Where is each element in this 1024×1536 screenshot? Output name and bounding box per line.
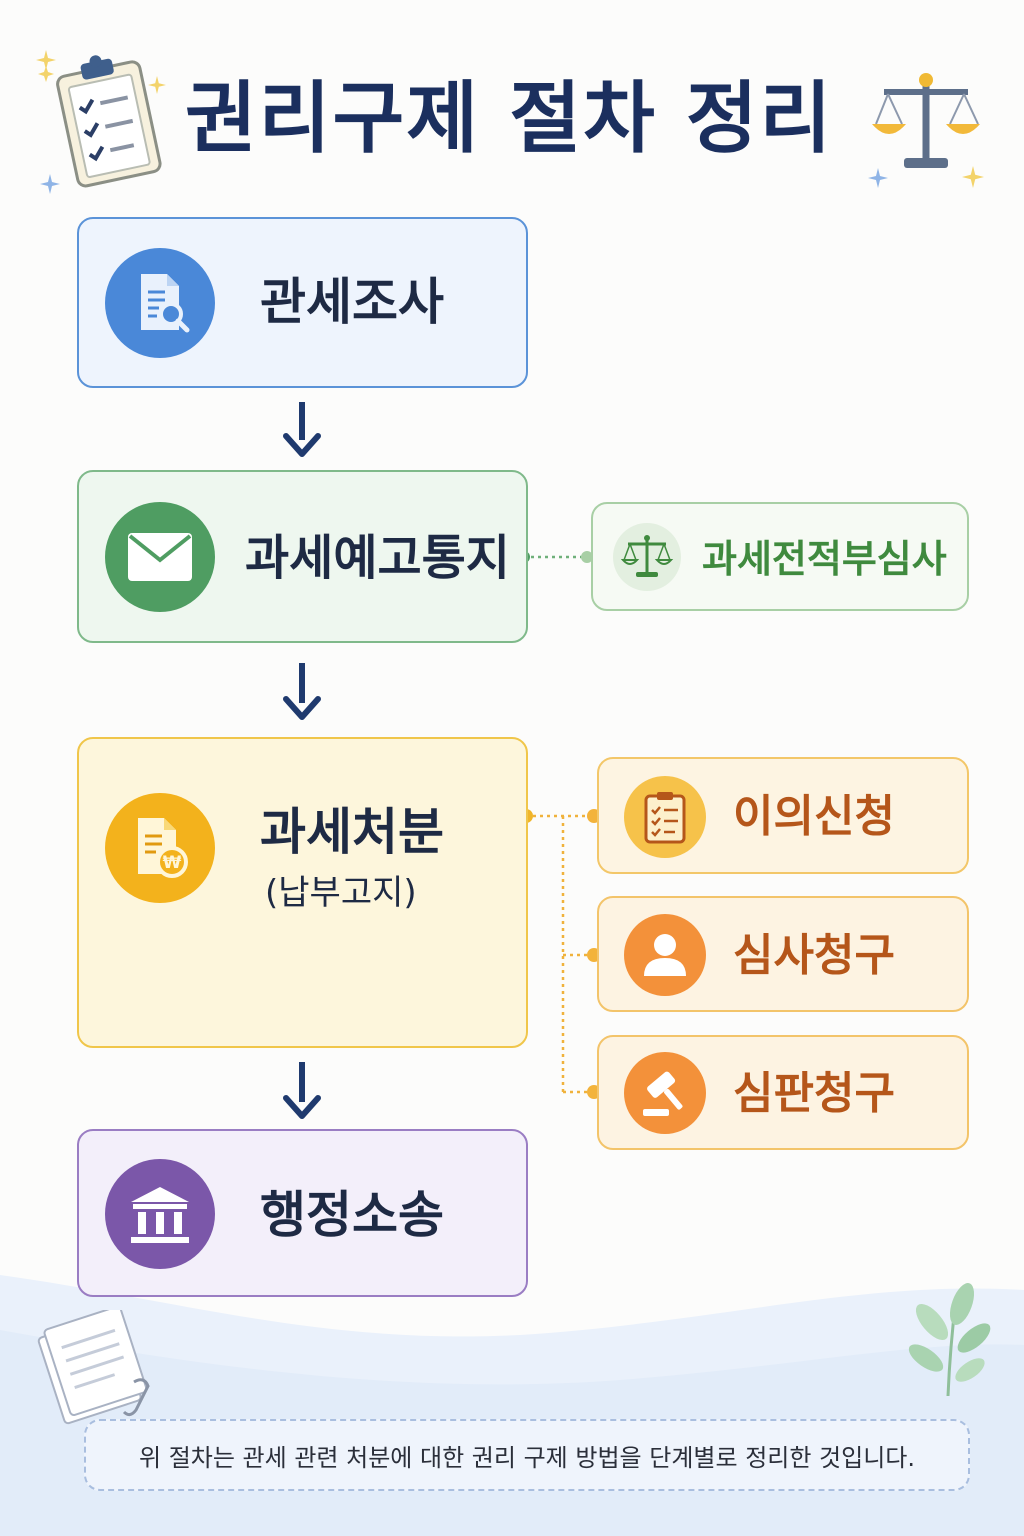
- down-arrow-3: [283, 1062, 321, 1119]
- page-title: 권리구제 절차 정리: [185, 74, 834, 164]
- footer-note-text: 위 절차는 관세 관련 처분에 대한 권리 구제 방법을 단계별로 정리한 것입…: [138, 1443, 916, 1472]
- envelope-icon: [105, 502, 215, 612]
- side-label: 이의신청: [733, 791, 895, 842]
- side-label: 심사청구: [733, 930, 895, 981]
- step-pre-assessment-notice[interactable]: 과세예고통지: [77, 470, 528, 643]
- scales-icon: [872, 73, 980, 168]
- step-label: 관세조사: [260, 273, 444, 331]
- sparkle-icon: [40, 174, 60, 194]
- footer-note: 위 절차는 관세 관련 처분에 대한 권리 구제 방법을 단계별로 정리한 것입…: [84, 1419, 970, 1491]
- person-icon: [624, 914, 706, 996]
- sparkle-icon: [36, 50, 56, 70]
- plant-icon: [908, 1283, 991, 1397]
- side-trial-request[interactable]: 심판청구: [597, 1035, 969, 1150]
- side-pre-assessment-review[interactable]: 과세전적부심사: [591, 502, 969, 611]
- step-label: 과세처분: [260, 803, 444, 861]
- down-arrow-1: [283, 402, 321, 457]
- scales-icon: [613, 523, 681, 591]
- step-sublabel: (납부고지): [265, 873, 417, 913]
- step-tax-disposition[interactable]: ₩ 과세처분 (납부고지): [77, 737, 528, 1048]
- paper-clip-icon: [37, 1310, 150, 1425]
- green-dotted-connector: [518, 551, 593, 563]
- tax-document-won-icon: ₩: [105, 793, 215, 903]
- svg-text:₩: ₩: [163, 853, 182, 873]
- gavel-icon: [624, 1052, 706, 1134]
- sparkle-icon: [868, 168, 888, 188]
- side-label: 과세전적부심사: [702, 537, 947, 581]
- sparkle-icon: [962, 166, 984, 188]
- courthouse-icon: [105, 1159, 215, 1269]
- sparkle-icon: [148, 76, 166, 94]
- side-objection[interactable]: 이의신청: [597, 757, 969, 874]
- down-arrow-2: [283, 663, 321, 720]
- step-customs-investigation[interactable]: 관세조사: [77, 217, 528, 388]
- clipboard-checklist-icon: [624, 776, 706, 858]
- step-label: 행정소송: [260, 1186, 444, 1244]
- side-review-request[interactable]: 심사청구: [597, 896, 969, 1012]
- step-administrative-litigation[interactable]: 행정소송: [77, 1129, 528, 1297]
- step-label: 과세예고통지: [245, 530, 510, 586]
- side-label: 심판청구: [733, 1068, 895, 1119]
- orange-dotted-connector: [526, 814, 594, 1094]
- clipboard-icon: [38, 55, 162, 188]
- document-search-icon: [105, 248, 215, 358]
